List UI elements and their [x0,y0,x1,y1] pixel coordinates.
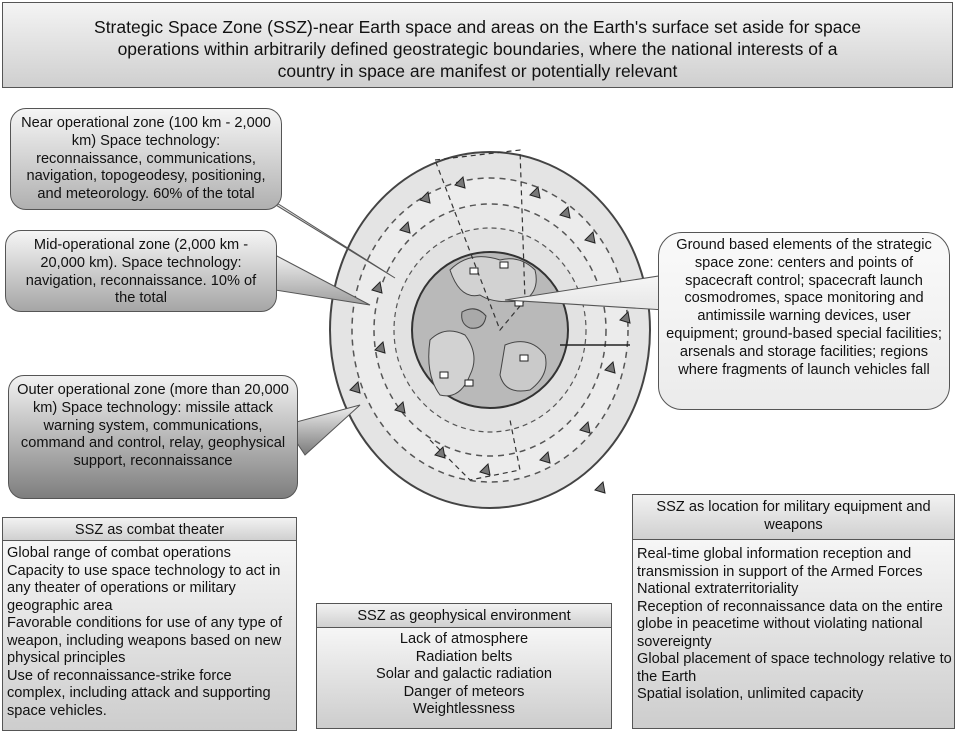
location-item: National extraterritoriality [637,581,799,597]
satellite-icon [579,420,591,434]
location-list: Real-time global information reception a… [632,540,955,729]
satellite-icon [399,220,411,234]
outer-zone-callout: Outer operational zone (more than 20,000… [8,375,298,499]
continent-south [428,330,475,397]
satellite-icon [529,185,541,199]
satellite-icon [619,310,631,324]
location-item: Global placement of space technology rel… [637,651,952,685]
facility-icon [464,379,474,387]
satellite-icon [349,380,361,394]
sector-boundary-lower [429,419,521,481]
mid-zone-callout: Mid-operational zone (2,000 km - 20,000 … [5,230,277,312]
diagram-title: Strategic Space Zone (SSZ)-near Earth sp… [2,2,953,88]
satellite-icon [419,190,431,204]
facility-icon [439,371,449,379]
satellite-icon [371,280,383,294]
location-item: Reception of reconnaissance data on the … [637,598,943,650]
satellite-icon [454,175,466,189]
ground-elements-callout: Ground based elements of the strategic s… [658,232,950,410]
satellite-icon [604,360,616,374]
facility-icon [499,261,509,269]
geophysical-heading: SSZ as geophysical environment [316,603,612,628]
satellite-icon [394,400,406,414]
location-item: Real-time global information reception a… [637,546,923,580]
facility-icon [519,354,529,362]
satellite-icon [559,205,571,219]
combat-item: Use of reconnaissance-strike force compl… [7,667,271,719]
satellite-icon [374,340,386,354]
satellite-icon [539,450,551,464]
geophysical-item: Radiation belts [415,648,513,665]
combat-item: Capacity to use space technology to act … [7,562,281,614]
geophysical-item: Solar and galactic radiation [375,666,553,682]
continent-east [499,341,547,392]
geophysical-list: Lack of atmosphere Radiation belts Solar… [316,628,612,729]
facility-icon [469,267,479,275]
lake [461,308,487,329]
satellite-icon [594,480,606,494]
location-item: Spatial isolation, unlimited capacity [637,686,864,702]
combat-theater-list: Global range of combat operations Capaci… [2,541,297,731]
geophysical-item: Danger of meteors [403,683,525,700]
satellite-icon [584,230,596,244]
satellite-icon [479,462,491,476]
satellite-icon [434,445,446,459]
location-heading: SSZ as location for military equipment a… [632,494,955,540]
combat-item: Favorable conditions for use of any type… [7,615,283,666]
combat-item: Global range of combat operations [7,545,231,561]
geophysical-item: Lack of atmosphere [399,631,529,647]
ground-facility-markers [439,261,529,387]
geophysical-item: Weightlessness [413,701,515,717]
near-zone-callout: Near operational zone (100 km - 2,000 km… [10,108,282,210]
combat-theater-heading: SSZ as combat theater [2,517,297,541]
